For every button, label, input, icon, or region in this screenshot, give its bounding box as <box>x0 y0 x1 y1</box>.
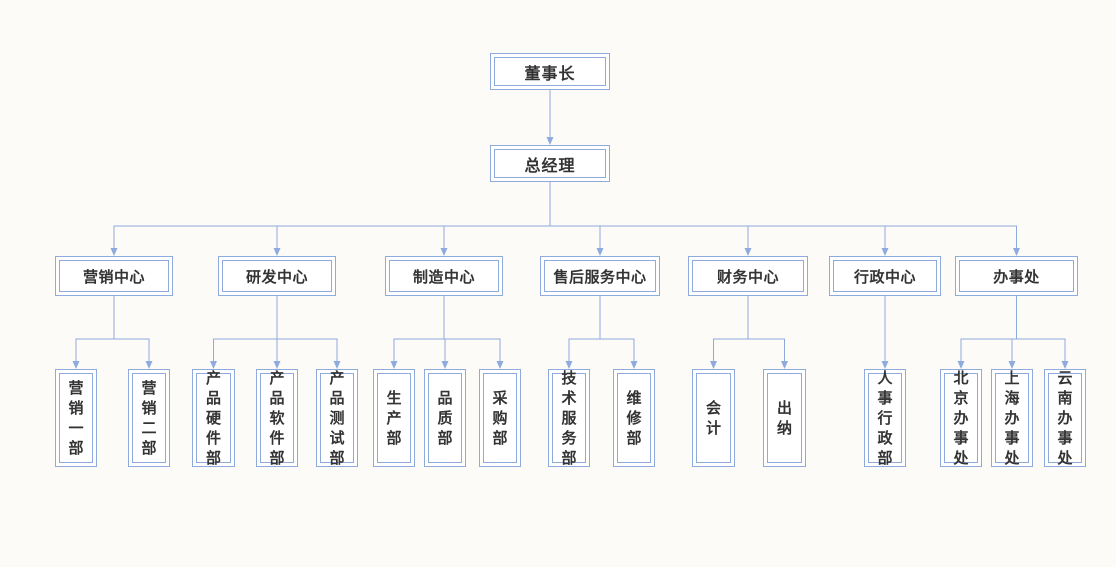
node-accounting[interactable]: 会计 <box>692 369 735 467</box>
node-label: 行政中心 <box>853 268 916 286</box>
node-inner-frame: 人事行政部 <box>868 369 902 467</box>
node-label: 上海办事处 <box>1004 369 1020 467</box>
node-label: 采购部 <box>492 389 508 447</box>
node-inner-frame: 董事长 <box>494 57 606 86</box>
node-label: 营销一部 <box>68 379 84 457</box>
node-inner-frame: 产品软件部 <box>260 369 294 467</box>
node-chairman[interactable]: 董事长 <box>490 53 610 90</box>
node-inner-frame: 行政中心 <box>833 260 937 292</box>
node-rnd-center[interactable]: 研发中心 <box>218 256 336 296</box>
node-purchasing-dept[interactable]: 采购部 <box>479 369 521 467</box>
node-cashier[interactable]: 出纳 <box>763 369 806 467</box>
node-marketing-dept-1[interactable]: 营销一部 <box>55 369 97 467</box>
node-label: 产品软件部 <box>269 369 285 467</box>
node-label: 云南办事处 <box>1057 369 1073 467</box>
node-label: 产品硬件部 <box>205 369 221 467</box>
node-label: 北京办事处 <box>953 369 969 467</box>
node-label: 会计 <box>705 399 721 437</box>
node-inner-frame: 品质部 <box>428 373 462 463</box>
node-inner-frame: 财务中心 <box>692 260 804 292</box>
node-label: 制造中心 <box>412 268 475 286</box>
node-label: 营销中心 <box>82 268 145 286</box>
node-inner-frame: 营销二部 <box>132 373 166 463</box>
node-inner-frame: 上海办事处 <box>995 369 1029 467</box>
node-manufacturing-center[interactable]: 制造中心 <box>385 256 503 296</box>
node-inner-frame: 生产部 <box>377 373 411 463</box>
node-inner-frame: 出纳 <box>767 373 802 463</box>
node-hr-admin-dept[interactable]: 人事行政部 <box>864 369 906 467</box>
node-label: 技术服务部 <box>561 369 577 467</box>
node-production-dept[interactable]: 生产部 <box>373 369 415 467</box>
node-shanghai-office[interactable]: 上海办事处 <box>991 369 1033 467</box>
node-product-hardware-dept[interactable]: 产品硬件部 <box>192 369 235 467</box>
node-inner-frame: 北京办事处 <box>944 369 978 467</box>
node-marketing-dept-2[interactable]: 营销二部 <box>128 369 170 467</box>
node-label: 营销二部 <box>141 379 157 457</box>
node-product-software-dept[interactable]: 产品软件部 <box>256 369 298 467</box>
node-label: 维修部 <box>626 389 642 447</box>
node-inner-frame: 营销中心 <box>59 260 169 292</box>
node-inner-frame: 办事处 <box>959 260 1074 292</box>
node-inner-frame: 总经理 <box>494 149 606 178</box>
node-inner-frame: 营销一部 <box>59 373 93 463</box>
node-label: 董事长 <box>524 65 576 83</box>
node-label: 研发中心 <box>245 268 308 286</box>
node-after-sales-service-center[interactable]: 售后服务中心 <box>540 256 660 296</box>
node-label: 产品测试部 <box>329 369 345 467</box>
node-inner-frame: 维修部 <box>617 373 651 463</box>
node-label: 售后服务中心 <box>553 268 647 286</box>
node-quality-dept[interactable]: 品质部 <box>424 369 466 467</box>
node-beijing-office[interactable]: 北京办事处 <box>940 369 982 467</box>
node-label: 财务中心 <box>716 268 779 286</box>
node-label: 办事处 <box>993 268 1040 286</box>
node-finance-center[interactable]: 财务中心 <box>688 256 808 296</box>
node-yunnan-office[interactable]: 云南办事处 <box>1044 369 1086 467</box>
node-inner-frame: 制造中心 <box>389 260 499 292</box>
node-inner-frame: 售后服务中心 <box>544 260 656 292</box>
node-general-manager[interactable]: 总经理 <box>490 145 610 182</box>
node-inner-frame: 研发中心 <box>222 260 332 292</box>
node-label: 生产部 <box>386 389 402 447</box>
node-technical-service-dept[interactable]: 技术服务部 <box>548 369 590 467</box>
node-maintenance-dept[interactable]: 维修部 <box>613 369 655 467</box>
node-inner-frame: 会计 <box>696 373 731 463</box>
node-admin-center[interactable]: 行政中心 <box>829 256 941 296</box>
node-branch-offices[interactable]: 办事处 <box>955 256 1078 296</box>
node-inner-frame: 产品测试部 <box>320 369 354 467</box>
node-label: 品质部 <box>437 389 453 447</box>
node-inner-frame: 采购部 <box>483 373 517 463</box>
node-label: 总经理 <box>524 157 576 175</box>
node-inner-frame: 技术服务部 <box>552 369 586 467</box>
node-label: 出纳 <box>776 399 792 437</box>
node-marketing-center[interactable]: 营销中心 <box>55 256 173 296</box>
node-inner-frame: 云南办事处 <box>1048 369 1082 467</box>
node-label: 人事行政部 <box>877 369 893 467</box>
node-inner-frame: 产品硬件部 <box>196 369 231 467</box>
node-product-testing-dept[interactable]: 产品测试部 <box>316 369 358 467</box>
